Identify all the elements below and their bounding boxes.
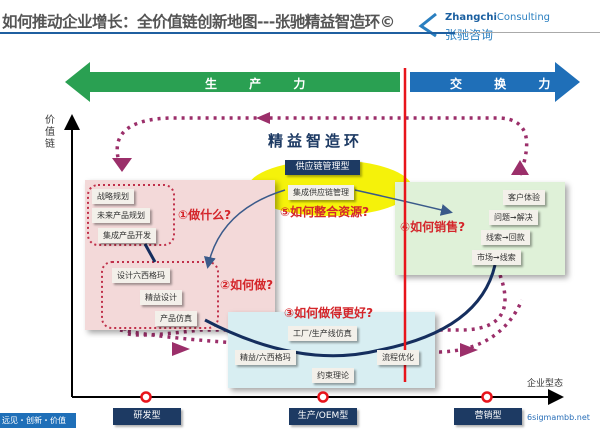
- rd-item: 集成产品开发: [98, 228, 156, 243]
- logo-text-en: ZhangchiConsulting: [445, 12, 551, 23]
- loop-arrow-down: [112, 158, 132, 172]
- rd-item: 战略规划: [92, 189, 134, 204]
- dotted-group-1: [87, 184, 175, 246]
- dotted-loop: [115, 116, 529, 337]
- production-item: 流程优化: [377, 350, 419, 365]
- axis-marker-oem: [317, 391, 329, 403]
- rd-question-2: ②如何做?: [220, 278, 274, 292]
- sales-question: ④如何销售?: [400, 220, 466, 234]
- x-axis-label: 企业型态: [527, 379, 564, 389]
- sales-item: 市场➞线索: [472, 250, 521, 265]
- footer-slogan: 远见・创新・价值: [0, 413, 76, 428]
- header-underline-gray: [455, 32, 600, 33]
- rd-box: [85, 180, 275, 330]
- loop-arrow-up: [511, 160, 529, 175]
- production-item: 约束理论: [312, 368, 354, 383]
- production-item: 精益/六西格玛: [235, 350, 296, 365]
- rd-item: 未来产品规划: [92, 208, 150, 223]
- rd-item: 精益设计: [140, 290, 182, 305]
- rd-item: 设计六西格玛: [112, 268, 170, 283]
- logo-text-cn: 张驰咨询: [445, 28, 494, 42]
- x-category-oem: 生产/OEM型: [289, 408, 357, 425]
- dotted-group-2: [101, 261, 219, 329]
- y-axis-label: 价值链: [45, 115, 55, 150]
- sales-item: 线索➞回款: [481, 230, 530, 245]
- supply-question: ⑤如何整合资源?: [280, 205, 370, 219]
- rd-question-1: ①做什么?: [178, 208, 232, 222]
- sales-item: 客户体验: [503, 190, 545, 205]
- x-category-sales: 营销型: [454, 408, 522, 425]
- loop-arrow-right-2: [172, 342, 190, 356]
- supply-badge: 供应链管理型: [285, 160, 360, 175]
- production-question: ③如何做得更好?: [284, 306, 374, 320]
- production-arrow: [65, 62, 400, 102]
- axis-marker-rd: [140, 391, 152, 403]
- ring-title: 精益智造环: [268, 132, 364, 150]
- supply-item: 集成供应链管理: [288, 185, 354, 200]
- exchange-arrow: [410, 62, 580, 102]
- footer-site: 6sigmambb.net: [527, 413, 590, 422]
- sales-item: 问题➞解决: [489, 210, 538, 225]
- page-title: 如何推动企业增长：全价值链创新地图---张驰精益智造环©: [2, 13, 395, 31]
- exchange-force-label: 交 换 力: [450, 77, 565, 91]
- loop-arrow-left: [256, 112, 270, 124]
- rd-item: 产品仿真: [155, 311, 197, 326]
- supply-to-rd-arrow: [204, 189, 286, 269]
- supply-to-sales-arrow: [354, 189, 453, 216]
- header-underline: [0, 32, 455, 34]
- x-category-rd: 研发型: [113, 408, 181, 425]
- production-force-label: 生 产 力: [205, 77, 320, 91]
- production-item: 工厂/生产线仿真: [288, 326, 357, 341]
- loop-arrow-right: [460, 343, 478, 357]
- axis-marker-sales: [481, 391, 493, 403]
